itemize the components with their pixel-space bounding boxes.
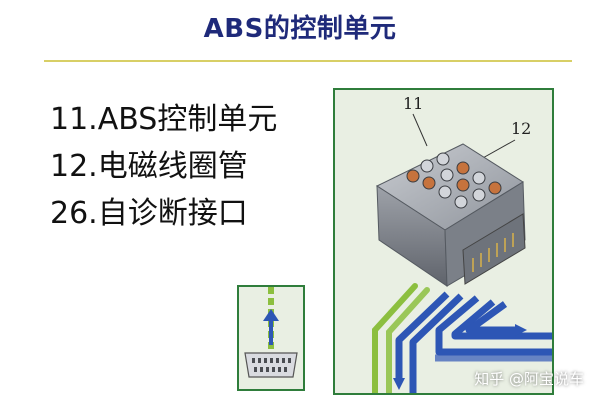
legend-item-diagnostic-port: 26.自诊断接口 <box>50 196 248 231</box>
component-legend: 11.ABS控制单元 12.电磁线圈管 26.自诊断接口 <box>50 96 277 237</box>
connector-pins <box>472 233 514 272</box>
abs-control-unit-drawing: 11 12 <box>372 94 552 393</box>
legend-item-solenoid-tube: 12.电磁线圈管 <box>50 149 248 184</box>
abs-control-unit-figure: 11 12 <box>333 88 554 395</box>
watermark-text: 知乎 @阿宝说车 <box>474 370 584 388</box>
arrow-up-icon <box>263 309 279 321</box>
legend-item-abs-control-unit: 11.ABS控制单元 <box>50 102 278 137</box>
blue-arrowheads <box>393 324 527 390</box>
callout-11-leader <box>412 113 428 147</box>
green-signal-paths <box>372 283 430 393</box>
slide-title: ABS的控制单元 <box>203 14 397 44</box>
arrowhead-down-icon <box>393 378 405 390</box>
callout-12: 12 <box>511 119 531 138</box>
arrowhead-right-icon <box>515 324 527 336</box>
blue-flow-arrows <box>395 291 552 393</box>
control-unit-body <box>375 143 526 287</box>
diagnostic-connector-drawing <box>244 287 298 378</box>
solenoid-coils <box>406 152 502 209</box>
title-underline <box>44 60 572 62</box>
diagnostic-connector-figure <box>237 285 305 391</box>
obd-plug-icon <box>244 352 298 378</box>
callout-11: 11 <box>403 94 423 113</box>
